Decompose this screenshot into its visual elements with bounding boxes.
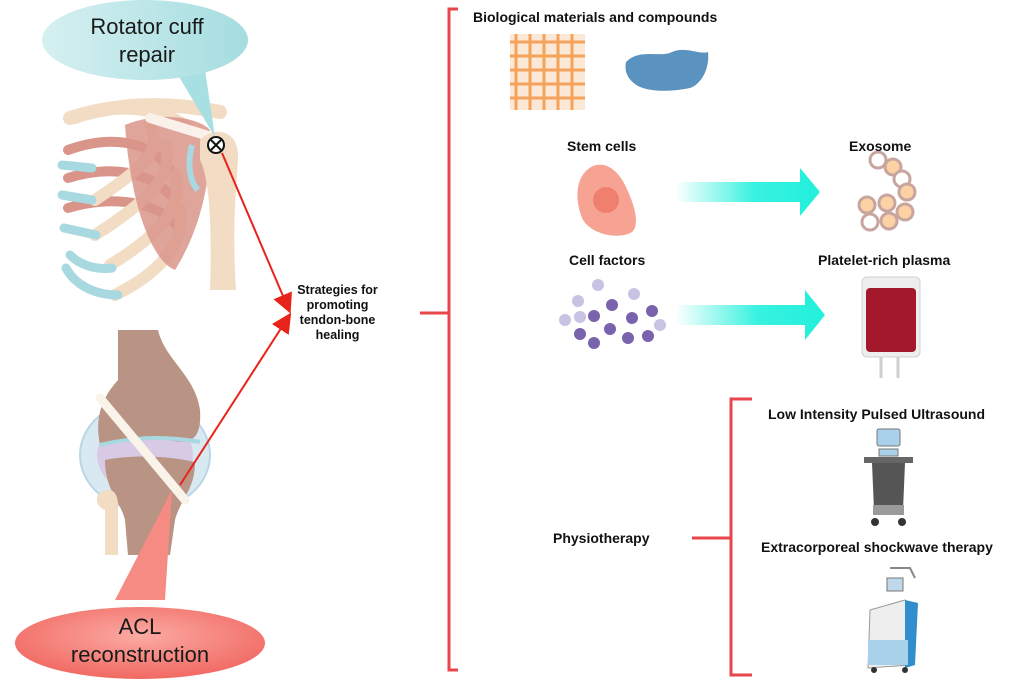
lipus-label: Low Intensity Pulsed Ultrasound xyxy=(768,406,986,422)
acl-label-line1: ACL xyxy=(118,614,162,639)
exosome-icon xyxy=(857,150,917,232)
acl-graft xyxy=(95,393,190,505)
physiotherapy-label: Physiotherapy xyxy=(553,530,650,546)
rotator-cuff-label-line1: Rotator cuff xyxy=(90,14,204,39)
arrow-from-knee xyxy=(179,312,292,486)
femur xyxy=(98,330,201,445)
knee-illustration xyxy=(79,330,211,555)
shockwave-machine-icon xyxy=(867,567,918,673)
stem-cells-label: Stem cells xyxy=(567,138,637,154)
arrow-stemcells-to-exosome xyxy=(675,168,820,216)
biomaterial-membrane-icon xyxy=(625,49,709,91)
center-line3: tendon-bone xyxy=(299,313,376,327)
center-line4: healing xyxy=(315,328,360,342)
acl-callout xyxy=(15,490,265,679)
rotator-cuff-callout xyxy=(42,0,248,137)
repair-site-marker-icon xyxy=(207,136,225,154)
rotator-cuff-label-line2: repair xyxy=(118,41,176,67)
arrow-from-shoulder xyxy=(221,152,292,314)
rotator-cuff-label: Rotator cuff repair xyxy=(52,13,242,68)
eswt-label: Extracorporeal shockwave therapy xyxy=(761,539,993,555)
center-line2: promoting xyxy=(306,298,369,312)
scaffold-icon xyxy=(510,34,585,110)
platelet-rich-plasma-label: Platelet-rich plasma xyxy=(818,252,951,268)
stem-cell-icon xyxy=(577,164,636,236)
arrow-factors-to-prp xyxy=(675,290,825,340)
ultrasound-machine-icon xyxy=(864,428,913,526)
cell-factors-label: Cell factors xyxy=(569,252,646,268)
main-bracket xyxy=(420,7,458,672)
acl-label-line2: reconstruction xyxy=(70,641,210,667)
exosome-label: Exosome xyxy=(849,138,912,154)
cell-factors-icon xyxy=(559,279,666,349)
prp-bag-icon xyxy=(861,276,921,378)
central-strategy-label: Strategies for promoting tendon-bone hea… xyxy=(290,283,385,343)
humerus xyxy=(200,131,239,290)
shoulder-illustration xyxy=(57,98,239,301)
center-line1: Strategies for xyxy=(297,283,378,297)
acl-reconstruction-label: ACL reconstruction xyxy=(40,613,240,668)
physiotherapy-bracket xyxy=(692,397,752,677)
fibula xyxy=(96,489,118,555)
biological-materials-label: Biological materials and compounds xyxy=(473,9,718,25)
